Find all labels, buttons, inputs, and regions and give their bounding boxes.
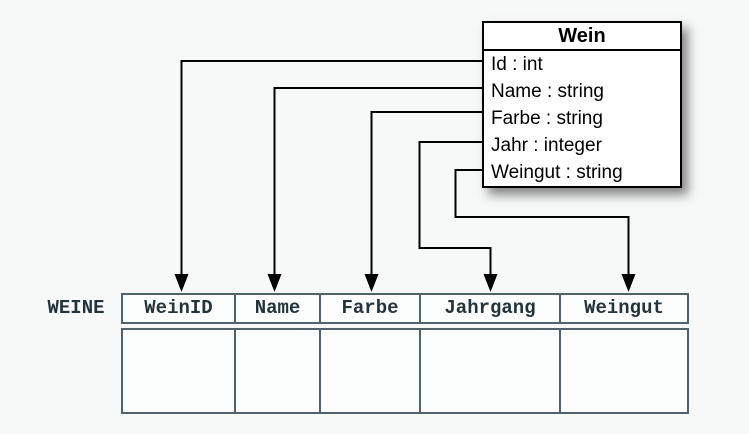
table-name-label: WEINE (47, 297, 105, 319)
table-header-row: WeinID Name Farbe Jahrgang Weingut (121, 293, 689, 324)
body-cell-weinid (121, 328, 236, 414)
arrow-weingut-to-weingut (454, 169, 636, 292)
class-attribute-jahr: Jahr : integer (491, 135, 602, 156)
class-box-wein: Wein Id : int Name : string Farbe : stri… (482, 21, 682, 188)
class-attribute-name: Name : string (491, 81, 604, 102)
class-attribute-weingut: Weingut : string (491, 162, 623, 183)
arrow-id-to-weinid (174, 60, 482, 292)
class-attribute-farbe: Farbe : string (491, 108, 603, 129)
arrow-jahr-to-jahrgang (418, 141, 498, 292)
table-body-row (121, 328, 689, 414)
header-cell-weinid: WeinID (121, 293, 236, 324)
header-cell-farbe: Farbe (319, 293, 421, 324)
class-attribute-id: Id : int (491, 54, 543, 75)
header-cell-weingut: Weingut (559, 293, 689, 324)
body-cell-farbe (319, 328, 421, 414)
header-cell-jahrgang: Jahrgang (419, 293, 561, 324)
body-cell-jahrgang (419, 328, 561, 414)
class-title: Wein (484, 23, 680, 51)
header-cell-name: Name (234, 293, 321, 324)
body-cell-name (234, 328, 321, 414)
arrow-name-to-name (267, 87, 482, 292)
arrow-farbe-to-farbe (364, 111, 482, 292)
body-cell-weingut (559, 328, 689, 414)
